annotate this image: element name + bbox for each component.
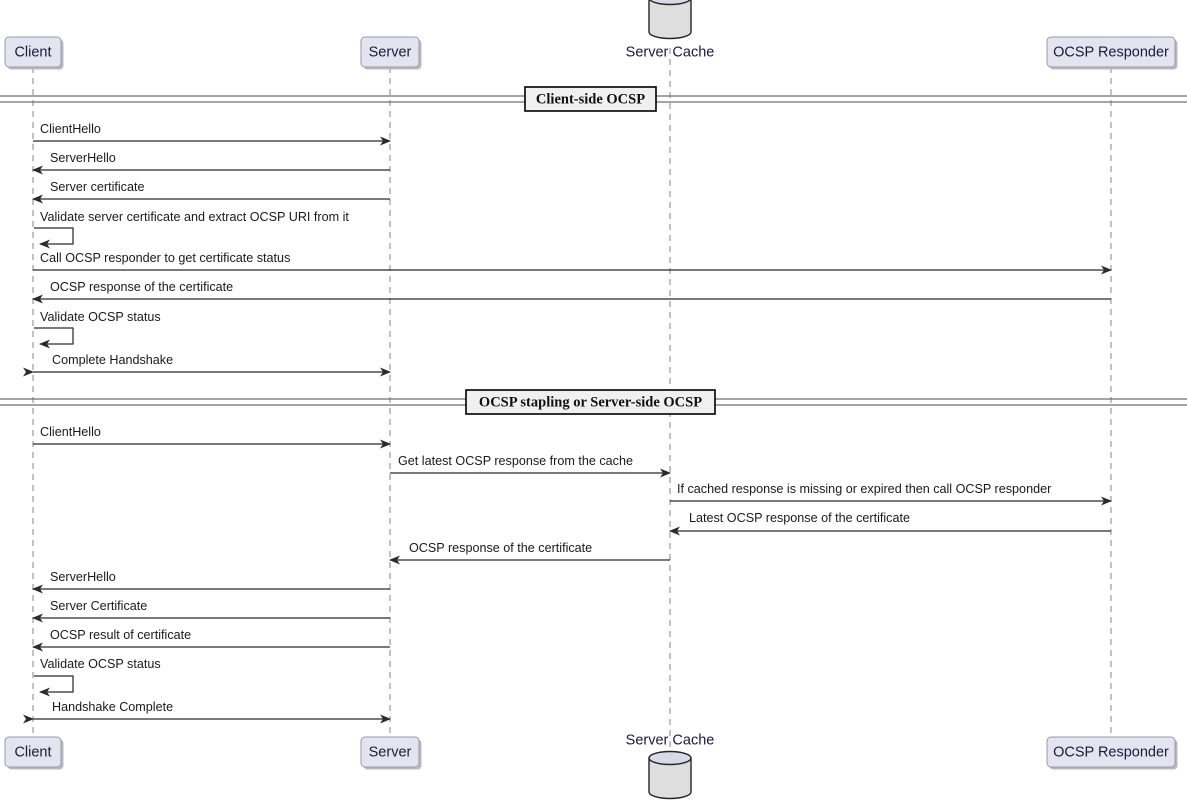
participant-label-cache: Server Cache	[626, 732, 715, 748]
message-label: Handshake Complete	[52, 700, 173, 714]
message-label: Validate server certificate and extract …	[40, 210, 349, 224]
participant-client-top[interactable]: Client	[4, 36, 64, 70]
message-validate-ocsp-status[interactable]: Validate OCSP status	[34, 310, 161, 349]
message-validate-ocsp-status[interactable]: Validate OCSP status	[34, 657, 161, 697]
message-server-certificate[interactable]: Server certificate	[32, 180, 390, 204]
cylinder-body-icon	[648, 0, 692, 40]
divider-box	[465, 389, 716, 415]
participant-box	[4, 736, 62, 768]
message-handshake-complete[interactable]: Handshake Complete	[23, 700, 391, 724]
cylinder-top-icon	[648, 750, 692, 766]
participant-label-client: Client	[14, 744, 51, 760]
participant-responder-bottom[interactable]: OCSP Responder	[1046, 736, 1178, 770]
participant-label-responder: OCSP Responder	[1053, 44, 1169, 60]
message-if-cached-response-is-missing-or-expired-then-call-o[interactable]: If cached response is missing or expired…	[670, 482, 1112, 506]
cylinder-top-icon	[649, 0, 691, 6]
cylinder-body-icon	[648, 757, 692, 800]
participant-server-top[interactable]: Server	[360, 36, 422, 70]
message-label: If cached response is missing or expired…	[677, 482, 1051, 496]
participant-label-client: Client	[14, 44, 51, 60]
message-clienthello[interactable]: ClientHello	[33, 425, 391, 449]
message-get-latest-ocsp-response-from-the-cache[interactable]: Get latest OCSP response from the cache	[390, 454, 671, 478]
participant-label-server: Server	[369, 744, 412, 760]
dividers-layer: Client-side OCSP OCSP stapling or Server-…	[0, 86, 1187, 415]
message-serverhello[interactable]: ServerHello	[32, 570, 390, 594]
selfloop-path	[34, 227, 74, 249]
message-label: ServerHello	[50, 570, 116, 584]
participant-cache-top[interactable]: Server Cache	[626, 0, 715, 60]
message-label: OCSP result of certificate	[50, 628, 191, 642]
participant-cache-bottom[interactable]: Server Cache	[626, 732, 715, 800]
message-label: Get latest OCSP response from the cache	[398, 454, 633, 468]
participant-box	[360, 36, 420, 68]
message-validate-server-certificate-and-extract-ocsp-uri-fro[interactable]: Validate server certificate and extract …	[34, 210, 349, 249]
message-complete-handshake[interactable]: Complete Handshake	[23, 353, 391, 377]
participant-box	[1046, 736, 1176, 768]
message-ocsp-response-of-the-certificate[interactable]: OCSP response of the certificate	[389, 541, 670, 565]
participant-client-bottom[interactable]: Client	[4, 736, 64, 770]
message-label: ServerHello	[50, 151, 116, 165]
message-serverhello[interactable]: ServerHello	[32, 151, 390, 175]
divider-stapling: OCSP stapling or Server-side OCSP	[0, 389, 1187, 415]
divider-client-side: Client-side OCSP	[0, 86, 1187, 112]
message-latest-ocsp-response-of-the-certificate[interactable]: Latest OCSP response of the certificate	[669, 511, 1111, 536]
participant-box	[4, 36, 62, 68]
message-label: Server Certificate	[50, 599, 147, 613]
message-clienthello[interactable]: ClientHello	[33, 122, 391, 146]
message-label: Validate OCSP status	[40, 310, 161, 324]
divider-label-ocsp-stapling-or-server-side-ocsp: OCSP stapling or Server-side OCSP	[479, 394, 702, 410]
message-server-certificate[interactable]: Server Certificate	[32, 599, 390, 623]
participant-box	[1046, 36, 1176, 68]
participant-responder-top[interactable]: OCSP Responder	[1046, 36, 1178, 70]
participant-server-bottom[interactable]: Server	[360, 736, 422, 770]
message-label: Validate OCSP status	[40, 657, 161, 671]
message-call-ocsp-responder-to-get-certificate-status[interactable]: Call OCSP responder to get certificate s…	[33, 251, 1112, 275]
message-label: OCSP response of the certificate	[50, 280, 233, 294]
message-label: ClientHello	[40, 122, 101, 136]
message-label: Latest OCSP response of the certificate	[689, 511, 910, 525]
selfloop-path	[34, 675, 74, 697]
divider-label-client-side-ocsp: Client-side OCSP	[536, 91, 645, 107]
message-label: OCSP response of the certificate	[409, 541, 592, 555]
divider-box	[524, 86, 657, 112]
message-label: ClientHello	[40, 425, 101, 439]
message-label: Complete Handshake	[52, 353, 173, 367]
message-ocsp-result-of-certificate[interactable]: OCSP result of certificate	[32, 628, 390, 652]
message-label: Server certificate	[50, 180, 144, 194]
message-ocsp-response-of-the-certificate[interactable]: OCSP response of the certificate	[32, 280, 1111, 304]
participant-box	[360, 736, 420, 768]
participant-label-responder: OCSP Responder	[1053, 744, 1169, 760]
message-label: Call OCSP responder to get certificate s…	[40, 251, 290, 265]
participant-label-server: Server	[369, 44, 412, 60]
participant-label-cache: Server Cache	[626, 44, 715, 60]
selfloop-path	[34, 327, 74, 349]
